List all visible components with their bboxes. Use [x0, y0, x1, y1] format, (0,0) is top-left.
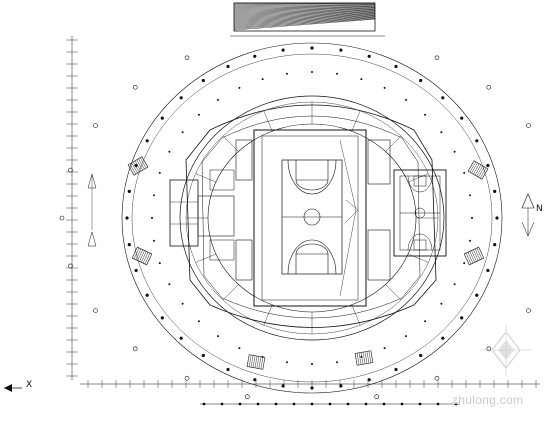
column-markers: [59, 46, 531, 400]
bottom-dimension: [80, 380, 540, 406]
west-entrance: [169, 169, 235, 261]
title-hatch-block: [230, 2, 385, 37]
north-arrow-icon: [521, 193, 535, 237]
zhulong-watermark-icon: [480, 324, 532, 376]
outer-ring: [121, 42, 503, 394]
axis-arrow-icon: [4, 384, 22, 392]
main-court-hall: [253, 129, 367, 307]
section-markers: [87, 173, 97, 247]
training-court: [393, 169, 447, 257]
axis-label: X: [26, 380, 33, 390]
watermark-text: zhulong.com: [452, 393, 524, 407]
inner-building: [185, 102, 438, 334]
north-label: N: [536, 204, 543, 214]
stair-blocks: [127, 156, 489, 370]
left-dimension: [66, 36, 78, 380]
service-cores: [235, 139, 391, 281]
